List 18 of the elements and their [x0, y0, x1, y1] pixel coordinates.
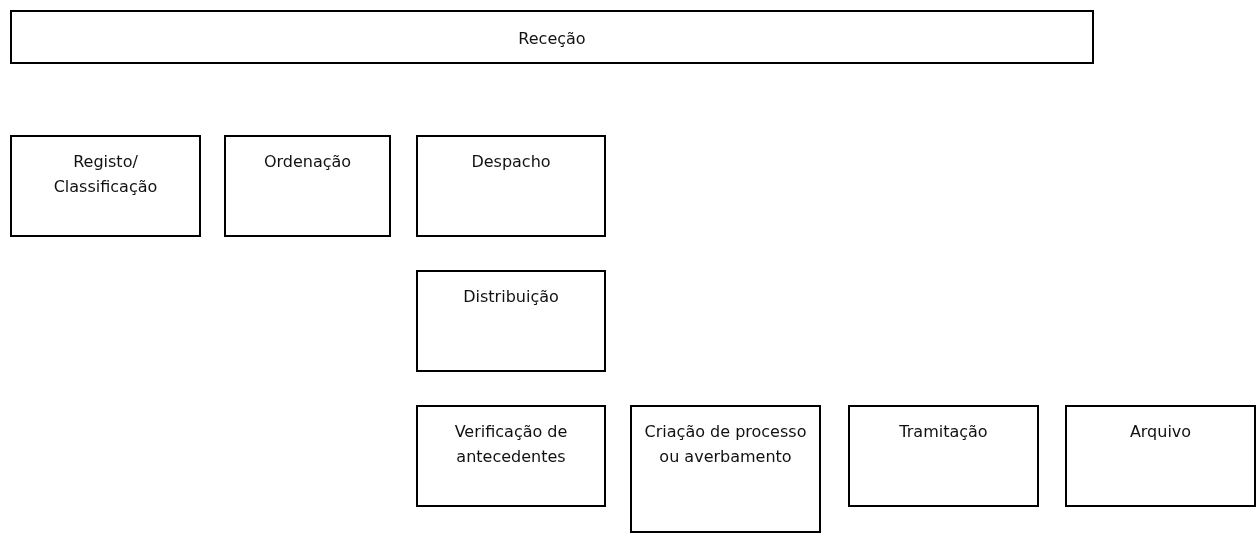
box-label: Receção	[518, 28, 586, 50]
box-label: Arquivo	[1129, 421, 1192, 443]
box-label: Verificação de antecedentes	[453, 421, 569, 468]
box-label: Distribuição	[463, 286, 559, 308]
process-box	[630, 405, 821, 533]
process-box	[10, 10, 1094, 64]
process-box	[224, 135, 391, 237]
process-box	[1065, 405, 1256, 507]
box-label: Ordenação	[263, 151, 352, 173]
process-box	[416, 405, 606, 507]
box-label: Despacho	[471, 151, 551, 173]
box-label: Registo/ Classificação	[52, 151, 159, 198]
process-box	[10, 135, 201, 237]
box-label: Tramitação	[899, 421, 988, 443]
box-label: Criação de processo ou averbamento	[643, 421, 808, 468]
process-box	[848, 405, 1039, 507]
process-box	[416, 135, 606, 237]
process-box	[416, 270, 606, 372]
